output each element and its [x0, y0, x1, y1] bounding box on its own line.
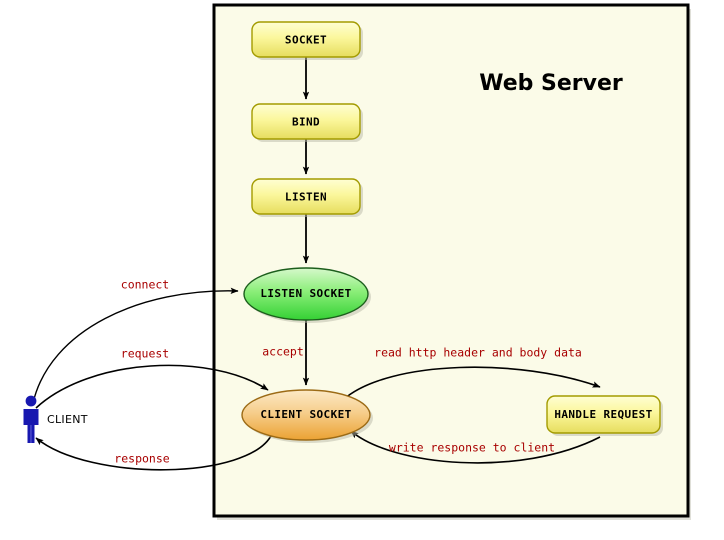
- edge-clientsocket-client: response: [35, 433, 273, 471]
- edge-path: [35, 364, 269, 409]
- node-rect: [251, 21, 361, 58]
- node-bind[interactable]: BIND: [251, 103, 363, 142]
- node-rect: [251, 103, 361, 140]
- node-label: BIND: [292, 116, 320, 129]
- frame-title: Web Server: [479, 71, 623, 96]
- node-listen-socket[interactable]: LISTEN SOCKET: [243, 267, 371, 323]
- node-socket[interactable]: SOCKET: [251, 21, 363, 60]
- node-ellipse: [241, 389, 371, 441]
- edge-label-accept: accept: [262, 345, 304, 359]
- actor-label: CLIENT: [47, 413, 88, 426]
- node-rect: [546, 395, 661, 434]
- edge-label-read-http: read http header and body data: [374, 346, 582, 360]
- node-label: LISTEN: [285, 191, 327, 204]
- edge-path: [350, 430, 601, 464]
- edge-path: [32, 287, 239, 404]
- edge-label-write-response: write response to client: [389, 441, 555, 455]
- actor-client[interactable]: CLIENT: [23, 395, 88, 443]
- edge-client-listensocket: connect: [32, 278, 239, 404]
- edge-client-clientsocket: request: [35, 347, 269, 409]
- node-label: LISTEN SOCKET: [260, 287, 351, 300]
- edge-label-connect: connect: [121, 278, 169, 292]
- actor-leg-split: [30, 425, 32, 443]
- edge-handle-clientsocket: write response to client: [350, 430, 601, 464]
- edge-listensocket-clientsocket: accept: [262, 320, 310, 386]
- node-label: HANDLE REQUEST: [554, 408, 652, 421]
- node-handle-request[interactable]: HANDLE REQUEST: [546, 395, 663, 436]
- edge-label-response: response: [114, 452, 169, 466]
- node-rect: [251, 178, 361, 215]
- edge-clientsocket-handle: read http header and body data: [343, 346, 601, 400]
- actor-head-icon: [25, 395, 37, 407]
- edge-label-request: request: [121, 347, 169, 361]
- node-listen[interactable]: LISTEN: [251, 178, 363, 217]
- edge-path: [343, 366, 601, 400]
- node-ellipse: [243, 267, 369, 321]
- node-label: SOCKET: [285, 34, 327, 47]
- edge-path: [35, 433, 273, 471]
- node-client-socket[interactable]: CLIENT SOCKET: [241, 389, 373, 443]
- node-label: CLIENT SOCKET: [260, 408, 351, 421]
